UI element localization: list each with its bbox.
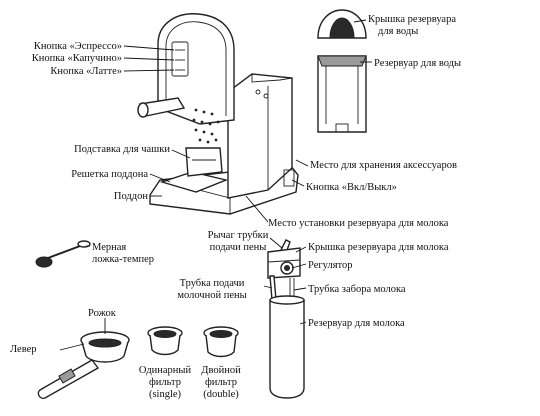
label-milk-lid: Крышка резервуара для молока	[308, 242, 449, 253]
label-milk-tank-mount: Место установки резервуара для молока	[268, 218, 449, 229]
label-steam-lever-line2: подачи пены	[210, 242, 267, 253]
label-froth-tube-line2: молочной пены	[177, 290, 246, 301]
label-steam-lever-line1: Рычаг трубки	[208, 230, 269, 241]
label-portafilter: Рожок	[88, 308, 117, 319]
label-tank-lid-line2: для воды	[378, 26, 418, 37]
tamper-part	[35, 240, 91, 268]
double-filter-part	[203, 326, 239, 358]
leader-lines	[59, 19, 372, 351]
water-tank-part	[317, 55, 367, 133]
label-double-filter-line2: фильтр	[205, 377, 237, 388]
portafilter-part	[37, 331, 130, 400]
coffee-machine-body	[137, 13, 299, 215]
label-double-filter-line1: Двойной	[201, 365, 241, 376]
label-milk-intake-tube: Трубка забора молока	[308, 284, 406, 295]
label-single-filter-line2: фильтр	[149, 377, 181, 388]
water-tank-lid-part	[317, 9, 367, 39]
label-drip-grate: Решетка поддона	[71, 169, 148, 180]
label-latte-button: Кнопка «Латте»	[50, 66, 122, 77]
label-drip-tray: Поддон	[114, 191, 148, 202]
label-lever: Левер	[10, 344, 37, 355]
label-power-button: Кнопка «Вкл/Выкл»	[306, 182, 397, 193]
single-filter-part	[147, 326, 183, 356]
labels: Кнопка «Эспрессо» Кнопка «Капучино» Кноп…	[10, 14, 461, 400]
label-tamper-line2: ложка-темпер	[92, 254, 154, 265]
label-single-filter-line1: Одинарный	[139, 365, 192, 376]
label-tamper-line1: Мерная	[92, 242, 126, 253]
label-tank-lid-line1: Крышка резервуара	[368, 14, 456, 25]
label-cup-stand: Подставка для чашки	[74, 144, 170, 155]
milk-container-part	[267, 239, 305, 399]
label-cappuccino-button: Кнопка «Капучино»	[32, 53, 122, 64]
label-espresso-button: Кнопка «Эспрессо»	[34, 41, 122, 52]
label-double-filter-line3: (double)	[203, 389, 239, 400]
label-accessory-storage: Место для хранения аксессуаров	[310, 160, 457, 171]
label-single-filter-line3: (single)	[149, 389, 182, 400]
label-froth-tube-line1: Трубка подачи	[180, 278, 245, 289]
label-water-tank: Резервуар для воды	[374, 58, 461, 69]
label-milk-tank: Резервуар для молока	[308, 318, 405, 329]
label-regulator: Регулятор	[308, 260, 352, 271]
